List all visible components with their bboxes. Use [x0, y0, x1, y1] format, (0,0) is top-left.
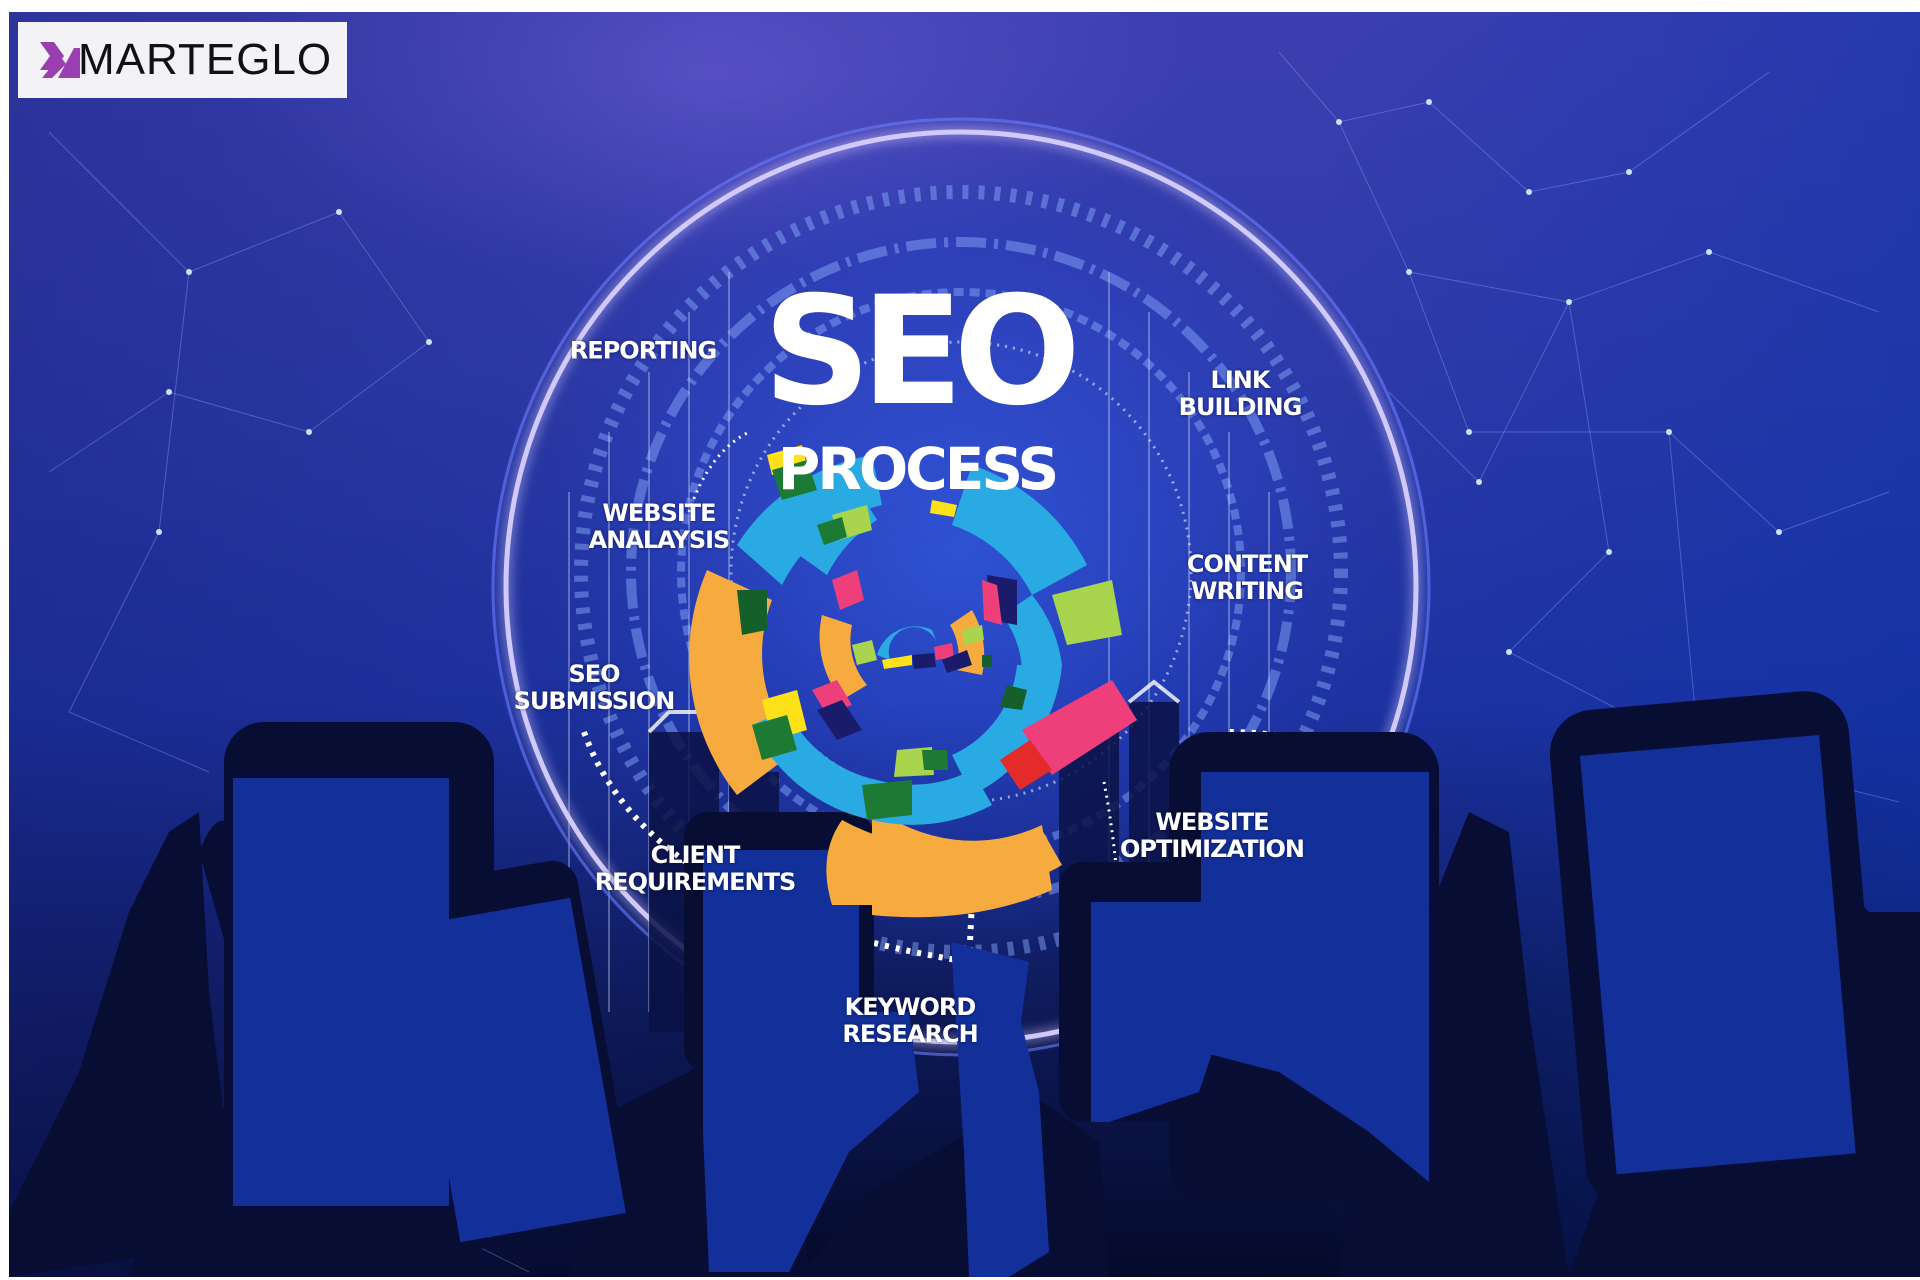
step-label-line1: KEYWORD	[844, 993, 977, 1021]
brand-name: MARTEGLO	[78, 35, 333, 84]
headline-seo: SEO	[762, 265, 1081, 439]
hands-holding-phones-silhouette	[9, 691, 1920, 1277]
step-seo-submission: SEO SUBMISSION	[513, 660, 676, 715]
step-label-line2: WRITING	[1191, 577, 1304, 605]
step-reporting: REPORTING	[569, 336, 717, 365]
step-label-line2: REQUIREMENTS	[594, 868, 797, 896]
seo-process-banner: MARTEGLO SEO PROCESS REPORTING LINK BUIL…	[9, 12, 1920, 1277]
step-website-optimization: WEBSITE OPTIMIZATION	[1119, 808, 1305, 863]
step-website-analysis: WEBSITE ANALAYSIS	[588, 499, 731, 554]
step-label-line2: RESEARCH	[842, 1020, 978, 1048]
step-client-requirements: CLIENT REQUIREMENTS	[594, 841, 797, 896]
step-label-line1: REPORTING	[569, 336, 717, 365]
headline-process: PROCESS	[777, 435, 1060, 503]
step-label-line2: SUBMISSION	[513, 687, 676, 715]
step-label-line1: CONTENT	[1186, 550, 1308, 578]
step-keyword-research: KEYWORD RESEARCH	[842, 993, 978, 1048]
step-label-line1: CLIENT	[650, 841, 741, 869]
step-link-building: LINK BUILDING	[1178, 366, 1303, 421]
step-label-line1: WEBSITE	[1155, 808, 1269, 836]
step-content-writing: CONTENT WRITING	[1186, 550, 1308, 605]
step-label-line1: LINK	[1210, 366, 1271, 394]
step-label-line2: BUILDING	[1178, 393, 1303, 421]
phone-screen-1	[233, 778, 449, 1206]
step-label-line2: OPTIMIZATION	[1119, 835, 1305, 863]
m-chevron-logo-icon	[40, 42, 80, 78]
circular-process-wheel-icon	[689, 445, 1137, 918]
step-label-line1: WEBSITE	[602, 499, 716, 527]
brand-logo[interactable]: MARTEGLO	[18, 22, 347, 98]
step-label-line2: ANALAYSIS	[588, 526, 731, 554]
step-label-line1: SEO	[568, 660, 620, 688]
